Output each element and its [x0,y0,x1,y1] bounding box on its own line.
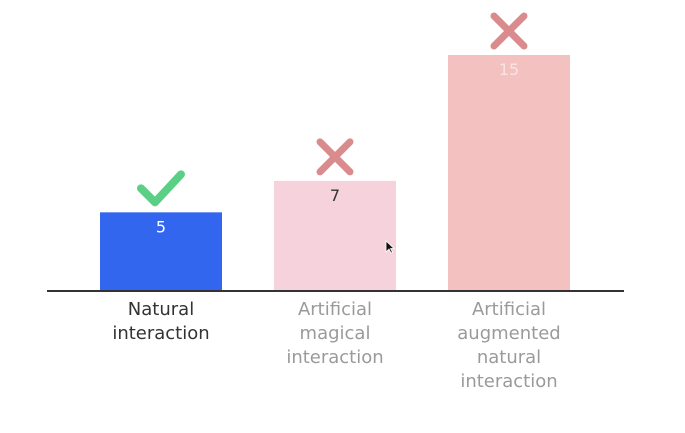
value-label-2: 15 [499,60,519,79]
bar-0 [100,212,222,291]
value-label-1: 7 [330,186,340,205]
cross-icon-1 [316,138,354,176]
check-icon-0 [137,170,185,207]
bar-2 [448,55,570,291]
category-label-artificial-augmented-natural-interaction: Artificial augmented natural interaction [457,299,561,392]
category-label-natural-interaction: Natural interaction [112,299,210,344]
category-label-artificial-magical-interaction: Artificial magical interaction [286,299,384,368]
bar-1 [274,180,396,291]
cross-icon-2 [490,12,528,50]
mouse-cursor-icon [385,240,395,254]
value-label-0: 5 [156,217,166,236]
